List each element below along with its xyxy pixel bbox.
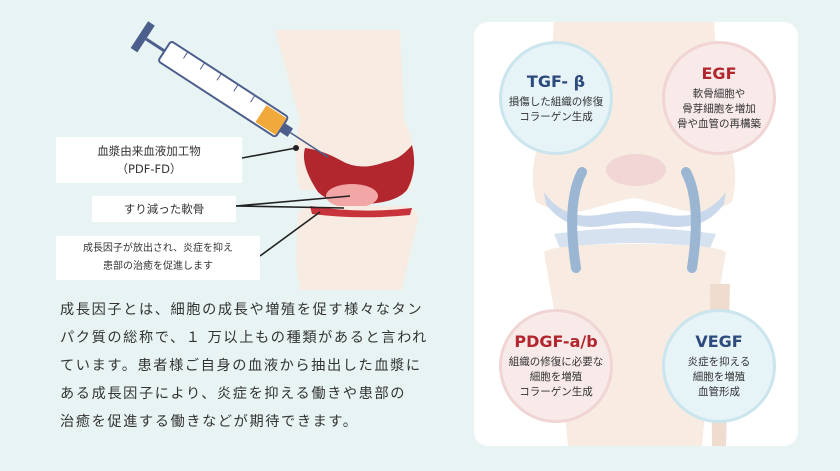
label-growth-line1: 成長因子が放出され、炎症を抑え <box>82 243 234 254</box>
factor-desc-tgf: 損傷した組織の修復 <box>508 95 604 108</box>
leader-line-cart-1 <box>235 195 351 207</box>
factor-circle-pdgf: PDGF-a/b 組織の修復に必要な 細胞を増殖 コラーゲン生成 <box>499 309 613 423</box>
label-plasma-product: 血漿由来血液加工物 （PDF-FD） <box>56 137 242 183</box>
factor-desc-vegf: 血管形成 <box>698 386 740 398</box>
factor-circle-egf: EGF 軟骨細胞や 骨芽細胞を増加 骨や血管の再構築 <box>662 41 776 155</box>
factor-desc-pdgf: コラーゲン生成 <box>519 386 593 398</box>
inflamed-cartilage-lower <box>310 206 412 218</box>
leader-line-pdf <box>241 147 297 159</box>
label-worn-cartilage: すり減った軟骨 <box>92 196 236 222</box>
desc-line: 治癒を促進する働きなどが期待できます。 <box>60 414 359 430</box>
desc-line: パク質の総称で、１ 万以上もの種類があると言われ <box>60 330 428 346</box>
leader-line-cart-2 <box>235 205 345 209</box>
factor-desc-pdgf: 組織の修復に必要な <box>508 356 604 368</box>
leader-line-growth <box>259 211 321 257</box>
patella <box>606 154 666 186</box>
syringe <box>130 21 329 158</box>
ligament-right <box>681 167 701 273</box>
factor-desc-egf: 骨や血管の再構築 <box>677 118 761 130</box>
factor-title-vegf: VEGF <box>695 332 743 351</box>
desc-line: ています。患者様ご自身の血液から抽出した血漿に <box>60 358 422 374</box>
ligament-left <box>567 167 587 273</box>
factor-desc-vegf: 炎症を抑える <box>687 356 751 368</box>
factor-desc-egf: 軟骨細胞や <box>692 88 746 100</box>
factor-title-tgf: TGF- β <box>526 71 586 91</box>
growth-factor-description: 成長因子とは、細胞の成長や増殖を促す様々なタン パク質の総称で、１ 万以上もの種… <box>60 296 468 436</box>
meniscus <box>554 228 716 248</box>
label-growth-line2: 患部の治癒を促進します <box>102 261 213 272</box>
desc-line: ある成長因子により、炎症を抑える働きや患部の <box>60 386 407 402</box>
worn-cartilage-spot <box>326 184 378 208</box>
factor-title-pdgf: PDGF-a/b <box>514 332 598 351</box>
factor-desc-egf: 骨芽細胞を増加 <box>682 103 756 115</box>
knee-injection-illustration <box>130 21 418 290</box>
factor-title-egf: EGF <box>701 64 737 83</box>
tibia-bone <box>296 205 418 290</box>
cartilage-upper <box>544 192 726 228</box>
factor-circle-tgf: TGF- β 損傷した組織の修復 コラーゲン生成 <box>499 41 613 155</box>
factor-desc-pdgf: 細胞を増殖 <box>529 371 583 383</box>
label-plasma-line2: （PDF-FD） <box>116 162 182 176</box>
label-plasma-line1: 血漿由来血液加工物 <box>97 144 201 158</box>
label-growth-factor-release: 成長因子が放出され、炎症を抑え 患部の治癒を促進します <box>56 236 260 280</box>
factor-desc-tgf: コラーゲン生成 <box>519 110 593 123</box>
desc-line: 成長因子とは、細胞の成長や増殖を促す様々なタン <box>60 302 424 318</box>
factor-desc-vegf: 細胞を増殖 <box>692 371 746 383</box>
factor-circle-vegf: VEGF 炎症を抑える 細胞を増殖 血管形成 <box>662 309 776 423</box>
